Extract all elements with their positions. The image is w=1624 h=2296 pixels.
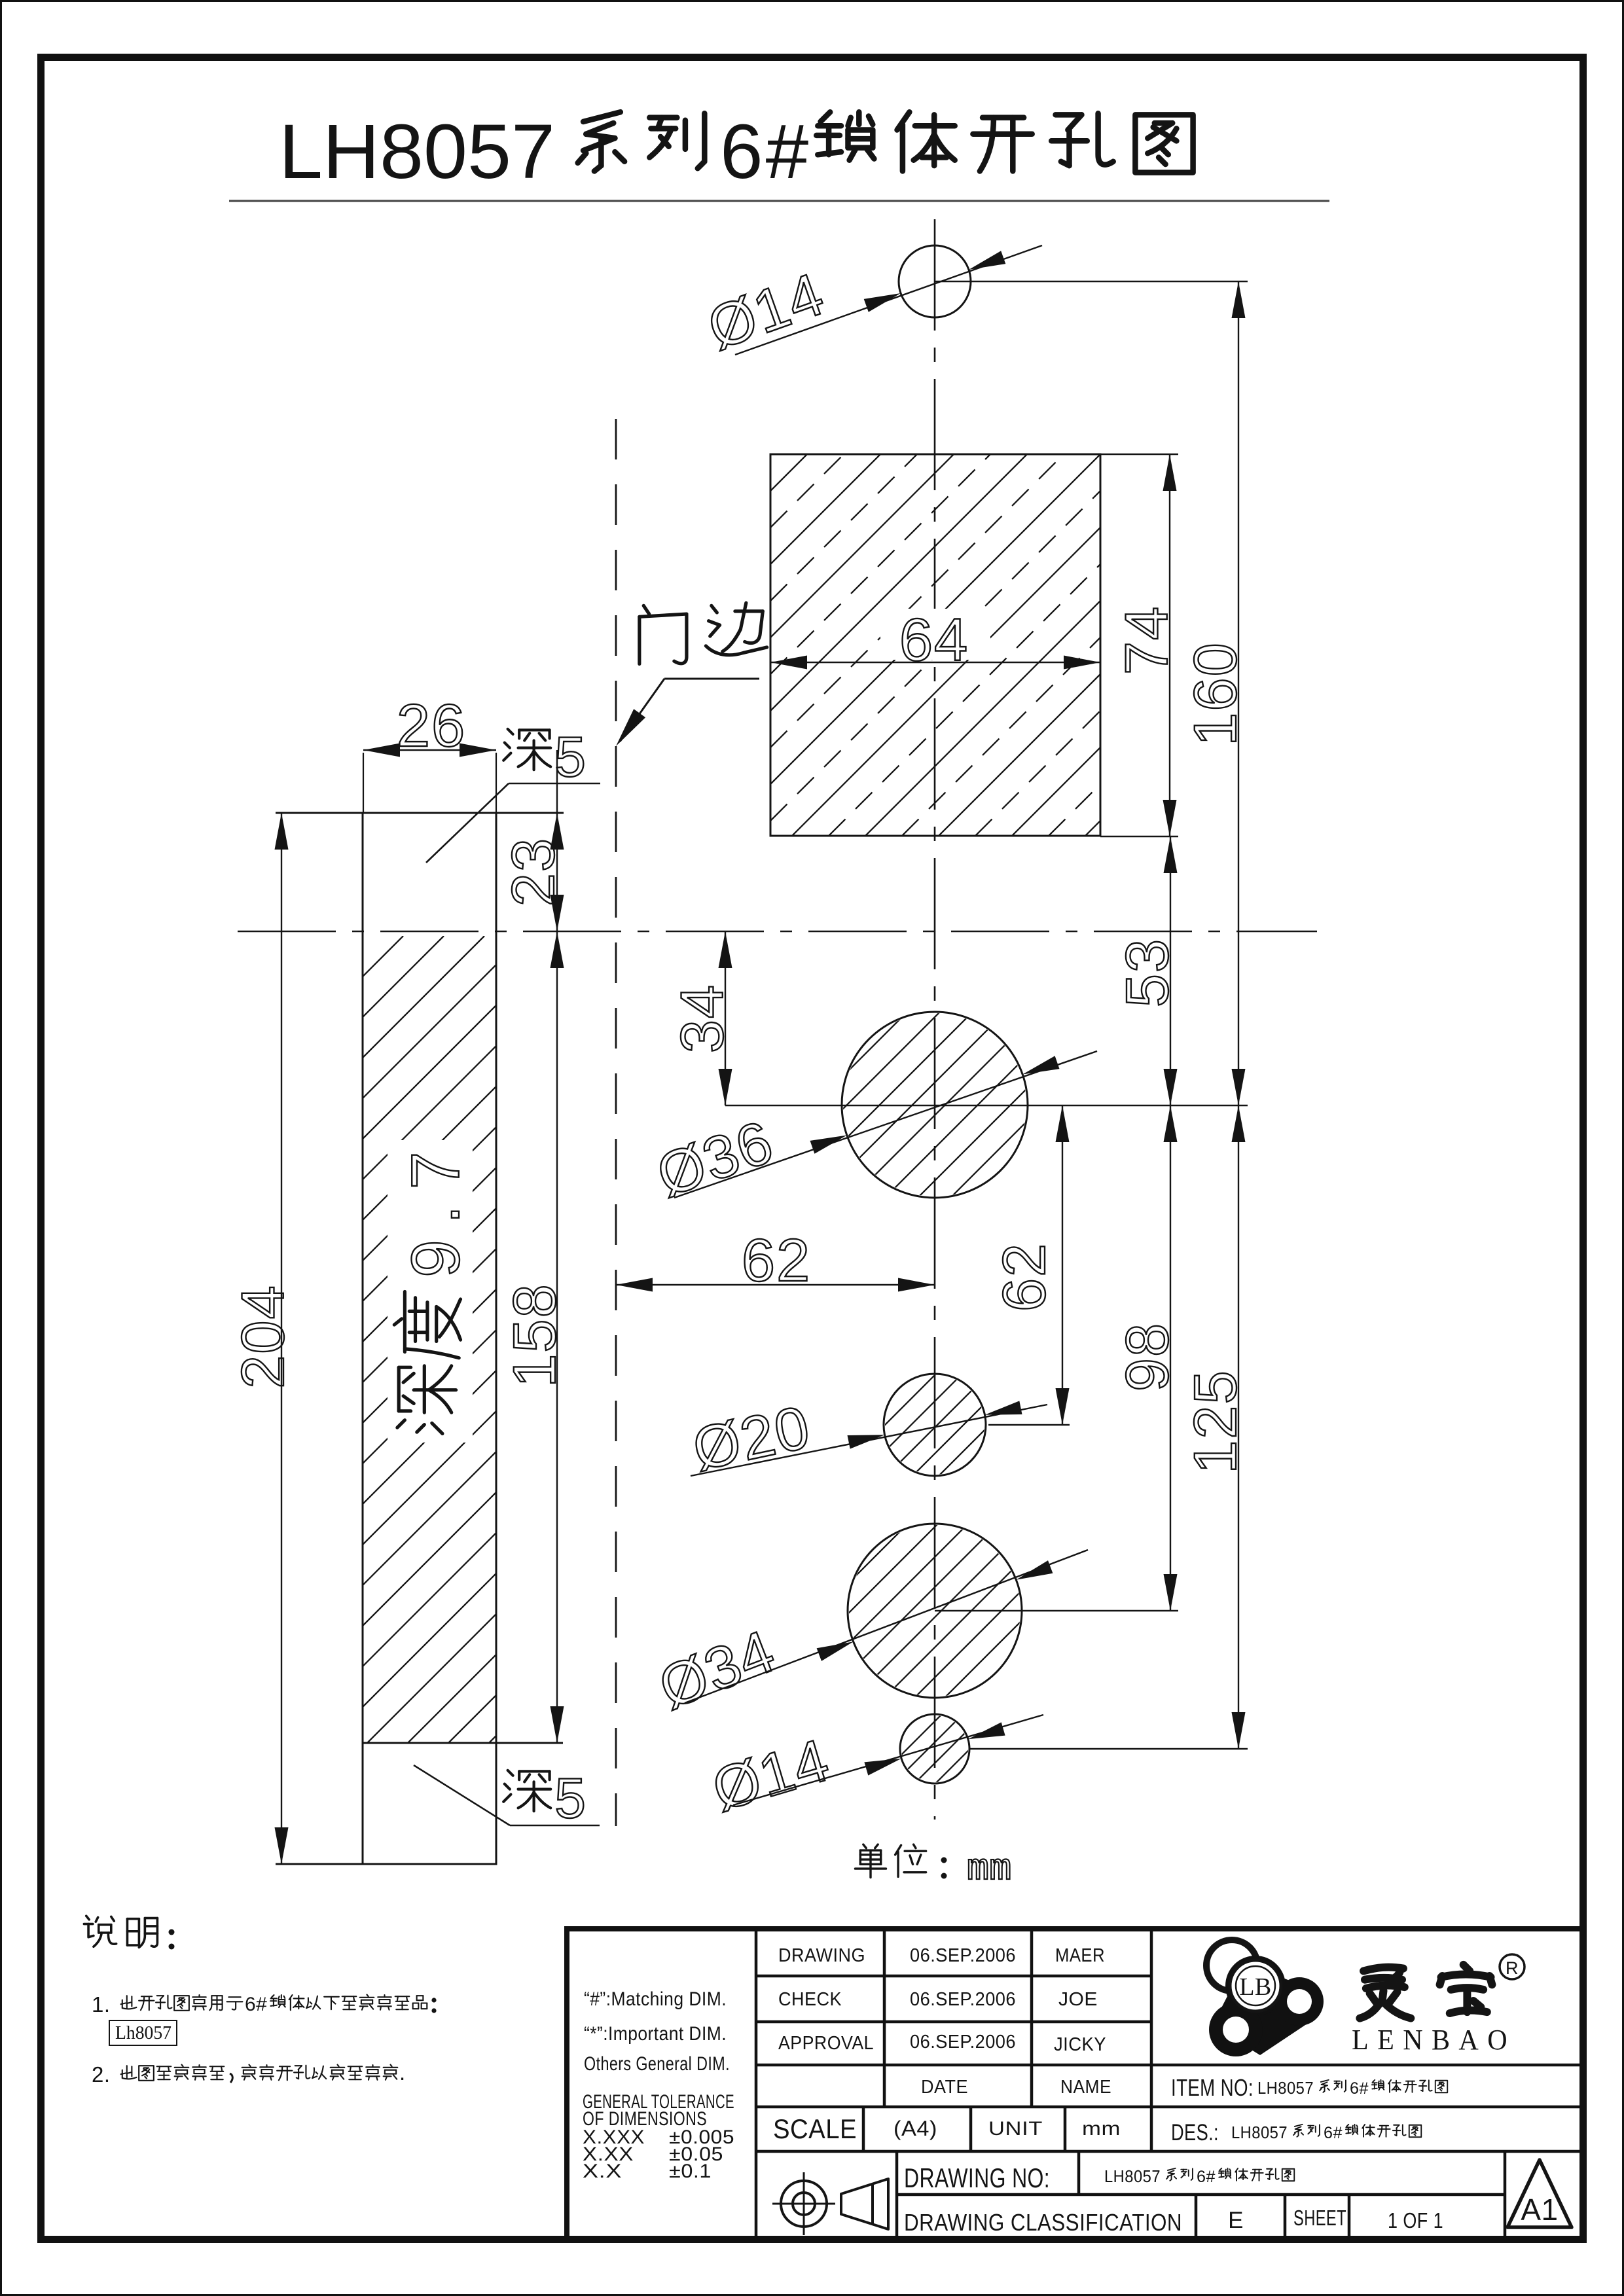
svg-text:DATE: DATE (921, 2077, 968, 2098)
svg-text:“*”:Important DIM.: “*”:Important DIM. (584, 2023, 727, 2045)
svg-text:±0.05: ±0.05 (669, 2144, 723, 2165)
svg-text:06.SEP.2006: 06.SEP.2006 (910, 1945, 1016, 1966)
svg-text:SHEET: SHEET (1293, 2206, 1346, 2230)
svg-text:R: R (1506, 1958, 1519, 1978)
svg-text:9.7: 9.7 (398, 1136, 474, 1278)
svg-text:±0.1: ±0.1 (669, 2161, 712, 2182)
svg-text:CHECK: CHECK (778, 1989, 842, 2010)
svg-text:Lh8057: Lh8057 (115, 2023, 171, 2043)
svg-text:LH8057: LH8057 (279, 109, 555, 195)
svg-text:±0.005: ±0.005 (669, 2126, 734, 2148)
svg-text:6#: 6# (245, 1994, 267, 2015)
svg-text:mm: mm (1082, 2118, 1121, 2140)
svg-text:SCALE: SCALE (773, 2113, 857, 2144)
svg-text:06.SEP.2006: 06.SEP.2006 (910, 2032, 1016, 2053)
svg-text:6#: 6# (720, 109, 811, 195)
svg-text:X.XXX: X.XXX (583, 2126, 645, 2148)
svg-text:62: 62 (991, 1242, 1058, 1312)
svg-text:DRAWING: DRAWING (778, 1945, 865, 1966)
svg-text:.: . (399, 2060, 406, 2085)
svg-text:1.: 1. (92, 1992, 111, 2017)
svg-text:MAER: MAER (1055, 1945, 1105, 1966)
svg-text:X.XX: X.XX (583, 2144, 634, 2165)
svg-text:Others General DIM.: Others General DIM. (584, 2053, 730, 2075)
svg-text:JOE: JOE (1058, 1989, 1098, 2010)
svg-text:6#: 6# (1350, 2079, 1369, 2098)
svg-text:125: 125 (1182, 1369, 1249, 1474)
svg-text:98: 98 (1114, 1322, 1181, 1391)
svg-text:26: 26 (397, 692, 466, 759)
svg-text:204: 204 (230, 1284, 297, 1389)
svg-text:LH8057: LH8057 (1231, 2123, 1288, 2142)
svg-text:5: 5 (554, 1767, 587, 1830)
svg-text:DRAWING CLASSIFICATION: DRAWING CLASSIFICATION (904, 2209, 1182, 2236)
svg-text:OF DIMENSIONS: OF DIMENSIONS (583, 2108, 707, 2130)
svg-text:X.X: X.X (583, 2161, 622, 2182)
svg-text:74: 74 (1113, 605, 1180, 675)
svg-text:E: E (1228, 2208, 1244, 2233)
svg-text:ITEM NO:: ITEM NO: (1171, 2074, 1254, 2101)
svg-text:158: 158 (501, 1283, 568, 1388)
svg-text:(A4): (A4) (893, 2117, 937, 2140)
svg-text:A1: A1 (1521, 2193, 1558, 2227)
svg-text:LB: LB (1239, 1973, 1272, 2001)
svg-text:6#: 6# (1324, 2124, 1343, 2142)
svg-text:LENBAO: LENBAO (1352, 2024, 1516, 2056)
svg-text:NAME: NAME (1060, 2077, 1111, 2098)
svg-text:“#”:Matching DIM.: “#”:Matching DIM. (584, 1988, 727, 2010)
svg-text:1 OF 1: 1 OF 1 (1388, 2208, 1443, 2233)
svg-text:DES.:: DES.: (1171, 2120, 1219, 2145)
svg-text:UNIT: UNIT (988, 2118, 1043, 2140)
svg-text:53: 53 (1114, 938, 1181, 1007)
svg-text:2.: 2. (92, 2062, 111, 2087)
svg-text:160: 160 (1182, 641, 1249, 746)
svg-text:LH8057: LH8057 (1104, 2166, 1161, 2186)
svg-text:GENERAL TOLERANCE: GENERAL TOLERANCE (583, 2091, 734, 2113)
svg-text:JICKY: JICKY (1054, 2034, 1106, 2055)
svg-text:5: 5 (554, 726, 587, 789)
svg-text:APPROVAL: APPROVAL (778, 2033, 874, 2054)
svg-text:6#: 6# (1197, 2168, 1216, 2186)
svg-text:23: 23 (500, 837, 567, 906)
svg-text:62: 62 (742, 1227, 811, 1294)
svg-text:34: 34 (669, 984, 736, 1053)
svg-text:mm: mm (967, 1849, 1011, 1891)
svg-text:LH8057: LH8057 (1257, 2078, 1314, 2098)
svg-text:06.SEP.2006: 06.SEP.2006 (910, 1989, 1016, 2010)
svg-text:64: 64 (899, 607, 969, 673)
svg-text:DRAWING NO:: DRAWING NO: (904, 2162, 1050, 2193)
